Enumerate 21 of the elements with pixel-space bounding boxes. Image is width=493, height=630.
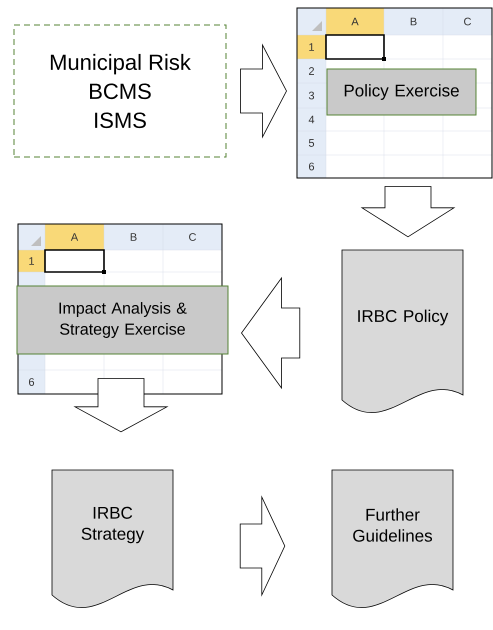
block-arrow (241, 276, 300, 390)
row-header: 1 (309, 43, 314, 51)
row-header: 2 (308, 67, 314, 75)
column-header: C (464, 18, 472, 26)
row-header: 5 (308, 139, 314, 147)
row-header: 3 (308, 92, 314, 100)
column-header: B (410, 18, 417, 26)
column-header: A (70, 233, 78, 241)
block-arrow (240, 43, 287, 139)
dashed-box: Municipal Risk BCMS ISMS (14, 24, 226, 158)
block-arrow (73, 378, 169, 432)
column-header: B (130, 233, 137, 241)
block-arrow (240, 495, 286, 597)
column-header: C (189, 233, 196, 241)
block-arrow (360, 186, 456, 238)
row-header: 6 (309, 162, 314, 170)
column-header: A (351, 18, 359, 26)
row-header: 6 (29, 378, 34, 386)
row-header: 1 (29, 257, 34, 265)
row-header: 4 (308, 116, 314, 124)
process-box: Policy Exercise (326, 68, 476, 116)
